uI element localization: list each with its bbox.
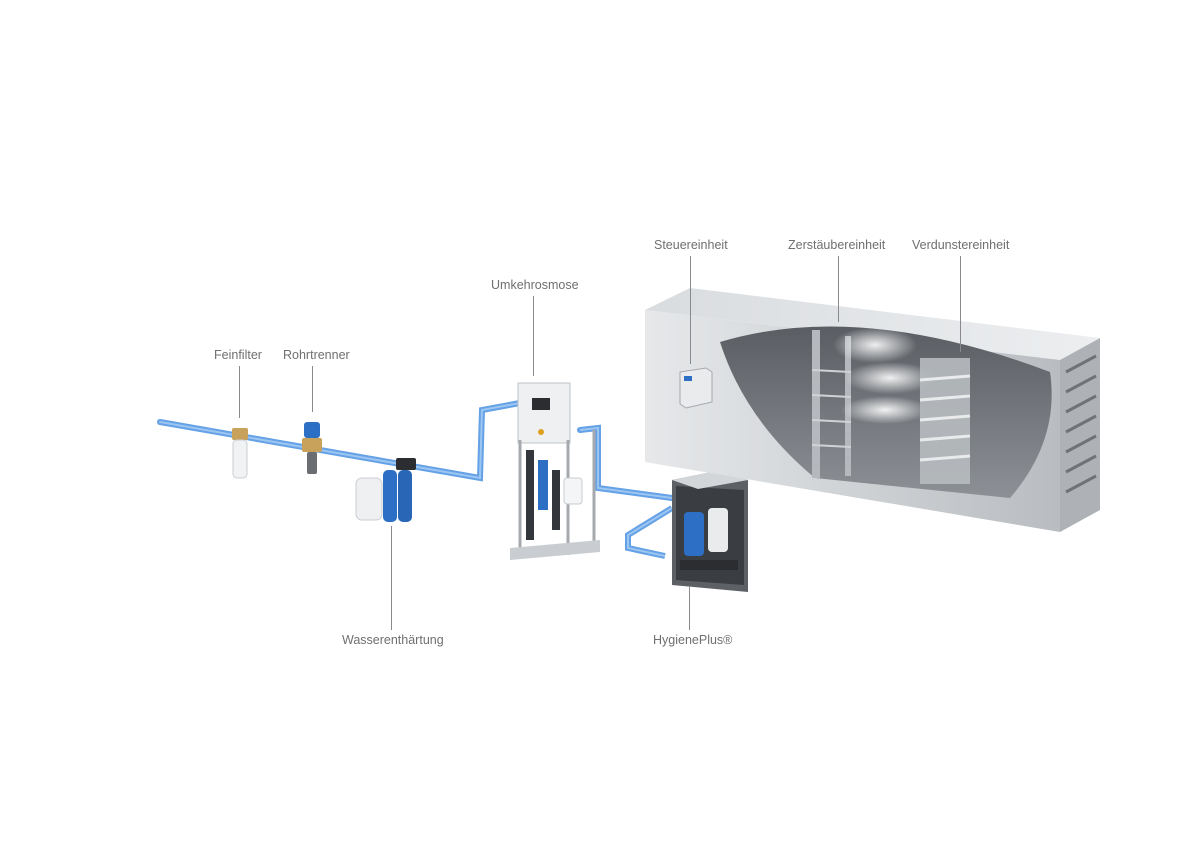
- label-wasserenthaertung: Wasserenthärtung: [342, 633, 444, 647]
- evaporator-panels: [919, 358, 971, 484]
- leader-steuereinheit: [690, 256, 691, 364]
- leader-rohrtrenner: [312, 366, 313, 412]
- hygieneplus-cabinet: [672, 470, 748, 592]
- water-softener: [355, 458, 416, 522]
- control-box: [679, 367, 713, 409]
- label-steuereinheit: Steuereinheit: [654, 238, 728, 252]
- label-feinfilter: Feinfilter: [214, 348, 262, 362]
- leader-verdunstereinheit: [960, 256, 961, 352]
- leader-umkehrosmose: [533, 296, 534, 376]
- label-zerstaeubereinheit: Zerstäubereinheit: [788, 238, 886, 252]
- leader-feinfilter: [239, 366, 240, 418]
- label-verdunstereinheit: Verdunstereinheit: [912, 238, 1010, 252]
- louvers: [1065, 354, 1097, 494]
- air-handling-unit: [645, 288, 1100, 532]
- label-umkehrosmose: Umkehrosmose: [491, 278, 579, 292]
- leader-zerstaeubereinheit: [838, 256, 839, 322]
- fine-filter: [232, 428, 248, 479]
- leader-hygieneplus: [689, 586, 690, 630]
- leader-wasserenthaertung: [391, 526, 392, 630]
- mist: [833, 327, 936, 424]
- reverse-osmosis-unit: [510, 382, 600, 560]
- label-hygieneplus: HygienePlus®: [653, 633, 733, 647]
- label-rohrtrenner: Rohrtrenner: [283, 348, 350, 362]
- backflow-preventer: [302, 422, 322, 474]
